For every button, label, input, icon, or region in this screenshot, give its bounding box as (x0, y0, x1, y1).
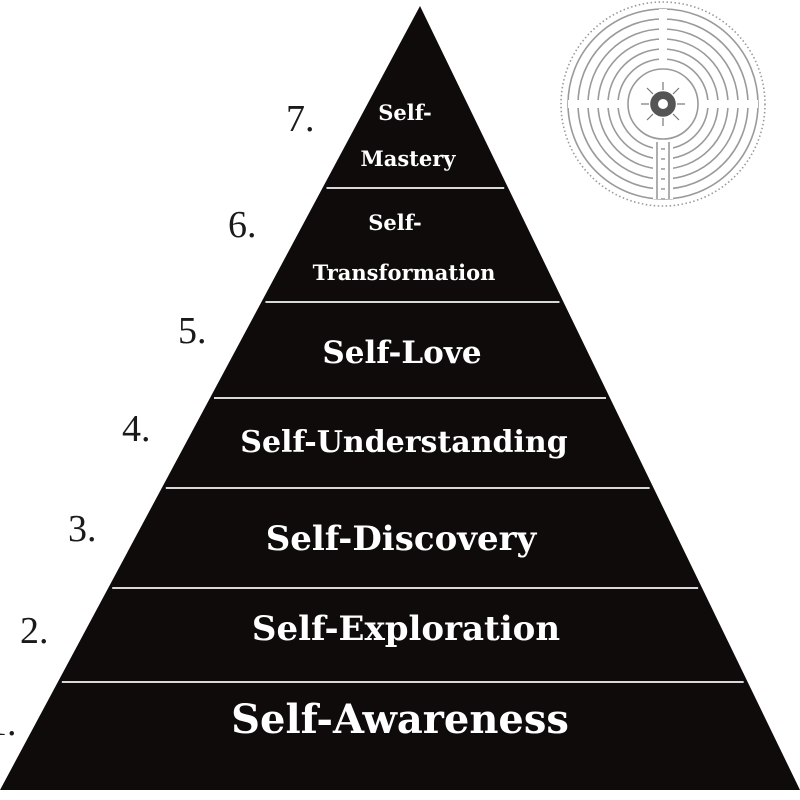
tier-6-number: 6. (228, 204, 257, 246)
tier-dividers (61, 187, 744, 683)
tier-1-label: Self-Awareness (231, 696, 569, 743)
tier-7-label-line2: Mastery (360, 146, 456, 171)
tier-7-label-line1: Self- (378, 100, 432, 125)
tier-5-number: 5. (178, 310, 207, 352)
tier-3-number: 3. (68, 508, 97, 550)
tier-6-label-line1: Self- (368, 210, 422, 235)
tier-6-label-line2: Transformation (312, 260, 496, 285)
tier-7-number: 7. (286, 98, 315, 140)
tier-4-number: 4. (122, 408, 151, 450)
tier-4-label: Self-Understanding (240, 425, 568, 460)
tier-2-number: 2. (20, 610, 49, 652)
tier-5-label: Self-Love (322, 335, 482, 371)
tier-1-number: 1. (0, 702, 17, 744)
tier-2-label: Self-Exploration (251, 609, 561, 649)
labyrinth-icon (560, 1, 766, 207)
tier-3-label: Self-Discovery (265, 519, 537, 559)
